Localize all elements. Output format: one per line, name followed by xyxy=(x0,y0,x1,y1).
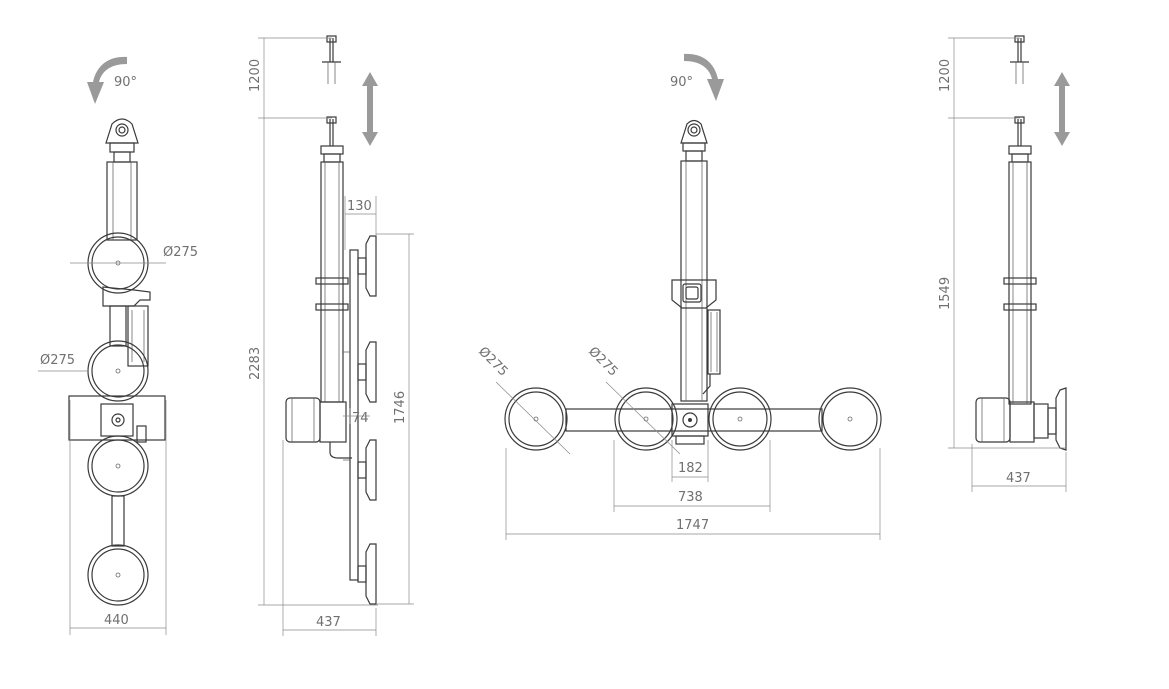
side-offset-dimension: 74 xyxy=(352,411,369,426)
front-width-dimension: 440 xyxy=(104,613,129,628)
side-horizontal-motor xyxy=(975,397,1011,443)
horizontal-view: 90° xyxy=(475,53,882,540)
side-horizontal-depth-dimension: 437 xyxy=(1006,471,1031,486)
rotation-arrow-icon xyxy=(87,56,127,104)
side-vacuum-motor xyxy=(285,397,321,443)
horizontal-inner-span-dimension: 738 xyxy=(678,490,703,505)
side-lift-stroke-dimension: 1200 xyxy=(248,59,263,92)
horizontal-pad-4 xyxy=(818,387,882,451)
front-pad-3 xyxy=(87,435,149,497)
front-column xyxy=(106,161,138,241)
side-column xyxy=(320,161,344,403)
front-pad-4 xyxy=(87,544,149,606)
side-total-height-dimension: 2283 xyxy=(248,347,263,380)
horizontal-pad-diameter-left: Ø275 xyxy=(475,344,510,379)
side-depth-dimension: 437 xyxy=(316,615,341,630)
front-pad-diameter-top: Ø275 xyxy=(163,245,198,260)
side-horizontal-view: 1200 1549 437 xyxy=(938,35,1070,492)
side-pad-1 xyxy=(357,235,377,297)
horizontal-pad-3 xyxy=(708,387,772,451)
lift-arrow-icon xyxy=(1054,72,1070,146)
side-horizontal-height-dimension: 1549 xyxy=(938,277,953,310)
horizontal-hub-dimension: 182 xyxy=(678,461,703,476)
front-hook xyxy=(105,118,139,144)
side-pad-4 xyxy=(357,543,377,605)
horizontal-beam xyxy=(565,408,823,432)
horizontal-pad-2 xyxy=(614,387,678,451)
side-pad-span-dimension: 1746 xyxy=(393,391,408,424)
side-pad-2 xyxy=(357,341,377,403)
side-horizontal-column xyxy=(1008,161,1032,405)
horizontal-total-span-dimension: 1747 xyxy=(676,518,709,533)
side-view: 1200 2283 130 1746 74 437 xyxy=(248,35,414,636)
horizontal-pad-1 xyxy=(504,387,568,451)
front-view: 90° Ø275 Ø275 xyxy=(38,56,198,635)
horizontal-pad-diameter-inner: Ø275 xyxy=(585,344,620,379)
front-pad-2 xyxy=(87,340,149,402)
rotation-arrow-icon xyxy=(684,53,724,101)
side-horizontal-lift-dimension: 1200 xyxy=(938,59,953,92)
side-pad-depth-dimension: 130 xyxy=(347,199,372,214)
horizontal-column xyxy=(680,160,708,402)
front-rotation-label: 90° xyxy=(114,75,137,90)
horizontal-rotation-label: 90° xyxy=(670,75,693,90)
side-horizontal-pad xyxy=(1055,387,1067,451)
side-pad-3 xyxy=(357,439,377,501)
side-hook-raised xyxy=(322,35,341,84)
lift-arrow-icon xyxy=(362,72,378,146)
front-pad-diameter-mid: Ø275 xyxy=(40,353,75,368)
